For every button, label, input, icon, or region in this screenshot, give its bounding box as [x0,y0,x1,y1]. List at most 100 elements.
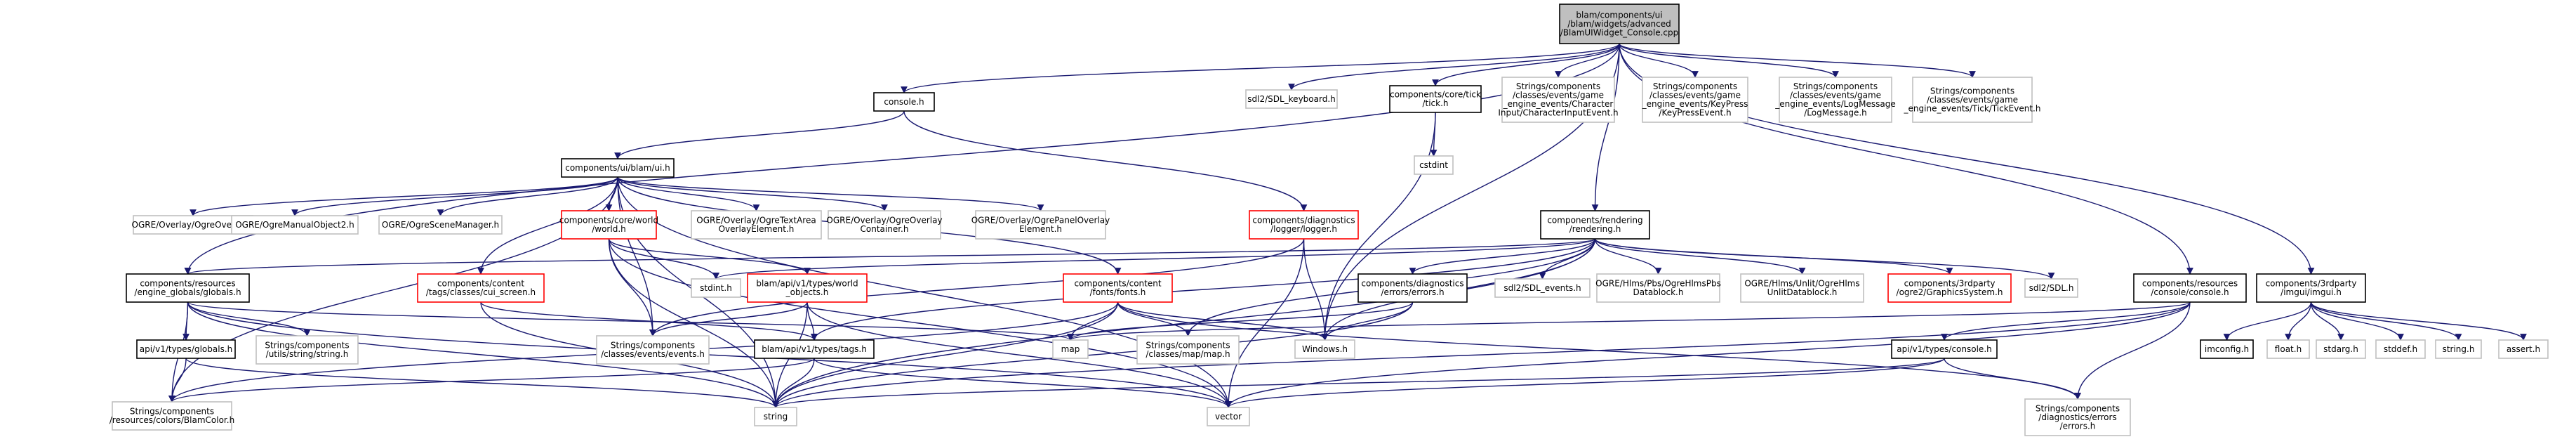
node-console-h[interactable]: console.h [873,92,935,112]
node-box [2266,339,2310,359]
node-label-line: /BlamUIWidget_Console.cpp [1560,27,1679,37]
node-label-line: Datablock.h [1633,287,1684,297]
node-box [2256,273,2366,303]
node-stdint-h: stdint.h [691,278,741,298]
node-label-line: Element.h [1019,224,1062,234]
node-label-line: console.h [884,97,924,107]
node-label-line: blam/api/v1/types/world [756,279,858,289]
node-label-line: /world.h [592,224,626,234]
node-label-line: Strings/components [1653,81,1737,91]
node-box [112,401,232,431]
edge-root-to-core_tick [1432,43,1620,86]
node-vector: vector [1207,407,1250,426]
node-logmessage-event: Strings/components/classes/events/game_e… [1774,77,1896,123]
node-imconfig[interactable]: imconfig.h [2200,339,2254,359]
node-label-line: /tags/classes/cui_screen.h [426,287,536,297]
node-label-line: stdint.h [700,283,732,293]
edge-ui_h-to-cui_screen [477,176,618,275]
node-box [2133,273,2247,303]
edge-root-to-rendering_h [1591,43,1620,211]
node-box [1540,210,1650,240]
node-root[interactable]: blam/components/ui/blam/widgets/advanced… [1559,4,1680,44]
node-ui-h[interactable]: components/ui/blam/ui.h [561,158,675,178]
node-char-input-event: Strings/components/classes/events/game_e… [1498,77,1619,123]
node-box [1052,339,1089,359]
node-label-line: /rendering.h [1569,224,1621,234]
node-label-line: /classes/map/map.h [1146,349,1230,359]
node-box [1494,278,1591,298]
node-label-line: Strings/components [2036,403,2120,413]
edge-rendering_h-to-sdl_h [1594,238,2055,280]
node-label-line: imconfig.h [2205,344,2249,354]
node-res-console[interactable]: components/resources/console/console.h [2133,273,2247,303]
node-label-line: sdl2/SDL_events.h [1503,283,1581,293]
node-windows-h: Windows.h [1294,339,1355,359]
node-label-line: /classes/events/game [1790,91,1881,100]
edge-fonts_h-to-windows_h [1117,301,1329,341]
node-label-line: string [764,412,788,422]
node-imgui-h[interactable]: components/3rdparty/imgui/imgui.h [2256,273,2366,303]
node-box [1501,77,1615,123]
node-box [1912,77,2033,123]
node-label-line: /errors.h [2060,421,2096,431]
edge-res_console-to-string [772,301,2191,408]
node-label-line: OGRE/Overlay/OgreTextArea [696,216,816,226]
node-box [975,210,1106,240]
node-box [754,407,797,426]
node-label-line: /ogre2/GraphicsSystem.h [1897,287,2003,297]
node-core-tick[interactable]: components/core/tick/tick.h [1389,85,1482,113]
node-box [2024,278,2078,298]
node-label-line: _engine_events/Character [1503,99,1614,109]
node-rendering-h[interactable]: components/rendering/rendering.h [1540,210,1650,240]
node-logger-h: components/diagnostics/logger/logger.h [1249,210,1359,240]
node-label-line: components/3rdparty [1904,279,1996,289]
edge-errors_h-to-windows_h [1321,301,1414,341]
node-label-line: /diagnostics/errors [2038,412,2116,422]
node-box [1559,4,1680,44]
edge-api_globals-to-string [185,358,779,408]
edge-api_globals-to-blam_color [168,358,187,403]
node-blam-color: Strings/components/resources/colors/Blam… [109,401,234,431]
edge-api_console-to-errors_str [1944,358,2081,400]
node-label-line: /LogMessage.h [1804,108,1867,118]
node-label-line: OGRE/Hlms/Unlit/OgreHlms [1744,279,1859,289]
node-label-line: Strings/components [1793,81,1878,91]
node-label-line: _engine_events/KeyPress [1642,99,1748,109]
node-label-line: assert.h [2507,344,2540,354]
node-label-line: components/ui/blam/ui.h [565,163,670,173]
node-label-line: /classes/events/game [1927,95,2018,105]
node-label-line: OGRE/Overlay/OgreOverlay [826,216,942,226]
node-box [747,273,868,303]
node-label-line: components/3rdparty [2266,279,2357,289]
node-label-line: Strings/components [1146,341,1230,351]
node-tags-h[interactable]: blam/api/v1/types/tags.h [754,339,875,359]
node-label-line: /tick.h [1422,98,1448,108]
edge-tags_h-to-string [772,358,815,408]
node-box [1596,273,1720,303]
node-label-line: OGRE/Overlay/OgrePanelOverlay [971,216,1110,226]
node-globals-h[interactable]: components/resources/engine_globals/glob… [126,273,250,303]
edge-tags_h-to-vector [814,358,1232,408]
edge-imgui_h-to-stdarg_h [2310,301,2344,341]
node-box [561,210,657,240]
node-errors-h[interactable]: components/diagnostics/errors/errors.h [1357,273,1468,303]
node-api-console[interactable]: api/v1/types/console.h [1891,339,1998,359]
edge-logger_h-to-events_h [649,238,1305,337]
node-assert-h: assert.h [2498,339,2549,359]
node-label-line: OverlayElement.h [719,224,795,234]
node-label-line: Strings/components [1930,86,2014,96]
node-label-line: /classes/events/events.h [601,349,705,359]
node-label-line: OGRE/Hlms/Pbs/OgreHlmsPbs [1595,279,1721,289]
node-box [1414,155,1454,175]
node-api-globals[interactable]: api/v1/types/globals.h [136,339,236,359]
node-box [561,158,675,178]
node-label-line: sdl2/SDL.h [2029,283,2074,293]
node-box [2435,339,2482,359]
node-box [2200,339,2254,359]
node-label-line: /errors/errors.h [1381,287,1444,297]
node-box [231,215,359,235]
node-label-line: /utils/string/string.h [266,349,349,359]
